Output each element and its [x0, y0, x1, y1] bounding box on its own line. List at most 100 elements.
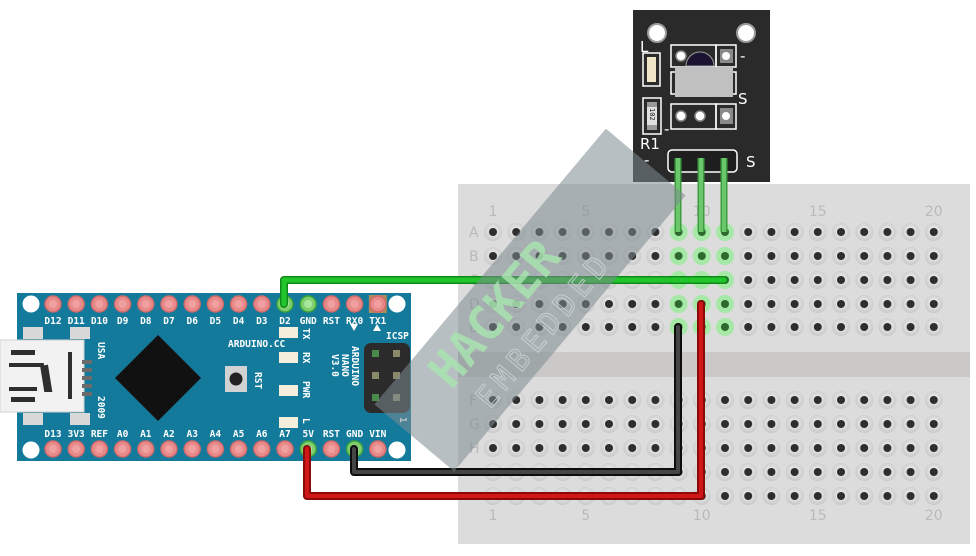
pin-tx1[interactable]: TX1 [368, 295, 387, 327]
pin-a0[interactable]: A0 [113, 429, 132, 458]
breadboard-hole[interactable] [878, 415, 897, 433]
breadboard-hole[interactable] [739, 487, 758, 505]
breadboard-hole[interactable] [901, 439, 920, 457]
pin-d4[interactable]: D4 [229, 295, 248, 327]
breadboard-hole[interactable] [808, 439, 827, 457]
breadboard-hole[interactable] [530, 415, 549, 433]
pin-rst[interactable]: RST [322, 429, 340, 458]
breadboard-hole[interactable] [762, 391, 781, 409]
breadboard-hole[interactable] [785, 223, 804, 241]
breadboard-hole[interactable] [646, 439, 665, 457]
breadboard-hole[interactable] [832, 247, 850, 265]
breadboard-hole[interactable] [924, 439, 943, 457]
breadboard-hole[interactable] [878, 487, 897, 505]
breadboard-hole[interactable] [646, 247, 665, 265]
breadboard-hole[interactable] [785, 295, 804, 313]
breadboard-hole[interactable] [716, 295, 734, 313]
breadboard-hole[interactable] [785, 415, 804, 433]
breadboard-hole[interactable] [855, 295, 874, 313]
breadboard-hole[interactable] [924, 247, 943, 265]
breadboard-hole[interactable] [576, 318, 595, 336]
pin-gnd[interactable]: GND [299, 295, 317, 327]
pin-3v3[interactable]: 3V3 [67, 429, 85, 458]
breadboard-hole[interactable] [553, 391, 572, 409]
breadboard-hole[interactable] [901, 415, 920, 433]
breadboard-hole[interactable] [646, 318, 665, 336]
breadboard-hole[interactable] [808, 487, 827, 505]
breadboard-hole[interactable] [762, 487, 781, 505]
breadboard-hole[interactable] [878, 271, 897, 289]
breadboard-hole[interactable] [924, 271, 943, 289]
breadboard-hole[interactable] [762, 415, 781, 433]
pin-a7[interactable]: A7 [276, 429, 294, 458]
breadboard-hole[interactable] [832, 487, 850, 505]
breadboard-hole[interactable] [716, 487, 734, 505]
breadboard-hole[interactable] [739, 318, 758, 336]
breadboard-hole[interactable] [808, 271, 827, 289]
breadboard-hole[interactable] [832, 271, 850, 289]
breadboard-hole[interactable] [785, 487, 804, 505]
pin-d12[interactable]: D12 [44, 295, 62, 327]
breadboard-hole[interactable] [762, 295, 781, 313]
breadboard-hole[interactable] [901, 391, 920, 409]
breadboard-hole[interactable] [855, 439, 874, 457]
breadboard-hole[interactable] [878, 318, 897, 336]
breadboard-hole[interactable] [878, 247, 897, 265]
gnd-wire[interactable] [350, 323, 682, 476]
breadboard-hole[interactable] [878, 463, 897, 481]
pin-a2[interactable]: A2 [160, 429, 178, 458]
pin-a6[interactable]: A6 [253, 429, 271, 458]
pin-ref[interactable]: REF [90, 429, 108, 458]
breadboard-hole[interactable] [739, 295, 758, 313]
breadboard-hole[interactable] [855, 487, 874, 505]
breadboard-hole[interactable] [832, 463, 850, 481]
breadboard-hole[interactable] [600, 318, 618, 336]
breadboard-hole[interactable] [739, 439, 758, 457]
breadboard-hole[interactable] [808, 247, 827, 265]
breadboard-hole[interactable] [576, 439, 595, 457]
breadboard-hole[interactable] [762, 318, 781, 336]
pin-d9[interactable]: D9 [113, 295, 132, 327]
pin-d11[interactable]: D11 [67, 295, 85, 327]
breadboard-hole[interactable] [785, 271, 804, 289]
breadboard-hole[interactable] [762, 271, 781, 289]
breadboard-hole[interactable] [716, 247, 734, 265]
pin-d8[interactable]: D8 [137, 295, 155, 327]
pin-a3[interactable]: A3 [183, 429, 201, 458]
breadboard-hole[interactable] [855, 247, 874, 265]
breadboard-hole[interactable] [530, 391, 549, 409]
breadboard-hole[interactable] [716, 439, 734, 457]
breadboard-hole[interactable] [576, 415, 595, 433]
breadboard-hole[interactable] [600, 391, 618, 409]
breadboard-hole[interactable] [785, 439, 804, 457]
breadboard-hole[interactable] [924, 391, 943, 409]
breadboard-hole[interactable] [832, 439, 850, 457]
breadboard-hole[interactable] [530, 439, 549, 457]
breadboard-hole[interactable] [808, 318, 827, 336]
breadboard-hole[interactable] [785, 391, 804, 409]
breadboard-hole[interactable] [785, 463, 804, 481]
breadboard-hole[interactable] [901, 295, 920, 313]
pin-d3[interactable]: D3 [253, 295, 271, 327]
breadboard-hole[interactable] [623, 439, 642, 457]
breadboard-hole[interactable] [785, 318, 804, 336]
breadboard-hole[interactable] [808, 223, 827, 241]
breadboard-hole[interactable] [855, 463, 874, 481]
pin-a1[interactable]: A1 [137, 429, 155, 458]
breadboard-hole[interactable] [600, 415, 618, 433]
breadboard-hole[interactable] [623, 391, 642, 409]
breadboard-hole[interactable] [901, 271, 920, 289]
breadboard-hole[interactable] [623, 415, 642, 433]
breadboard-hole[interactable] [484, 439, 502, 457]
breadboard-hole[interactable] [924, 415, 943, 433]
breadboard-hole[interactable] [716, 318, 734, 336]
vcc-wire[interactable] [303, 300, 705, 500]
breadboard-hole[interactable] [600, 295, 618, 313]
breadboard-hole[interactable] [808, 391, 827, 409]
pin-a5[interactable]: A5 [229, 429, 248, 458]
breadboard-hole[interactable] [623, 295, 642, 313]
pin-d10[interactable]: D10 [90, 295, 108, 327]
breadboard-hole[interactable] [878, 295, 897, 313]
breadboard-hole[interactable] [507, 415, 526, 433]
breadboard-hole[interactable] [739, 223, 758, 241]
